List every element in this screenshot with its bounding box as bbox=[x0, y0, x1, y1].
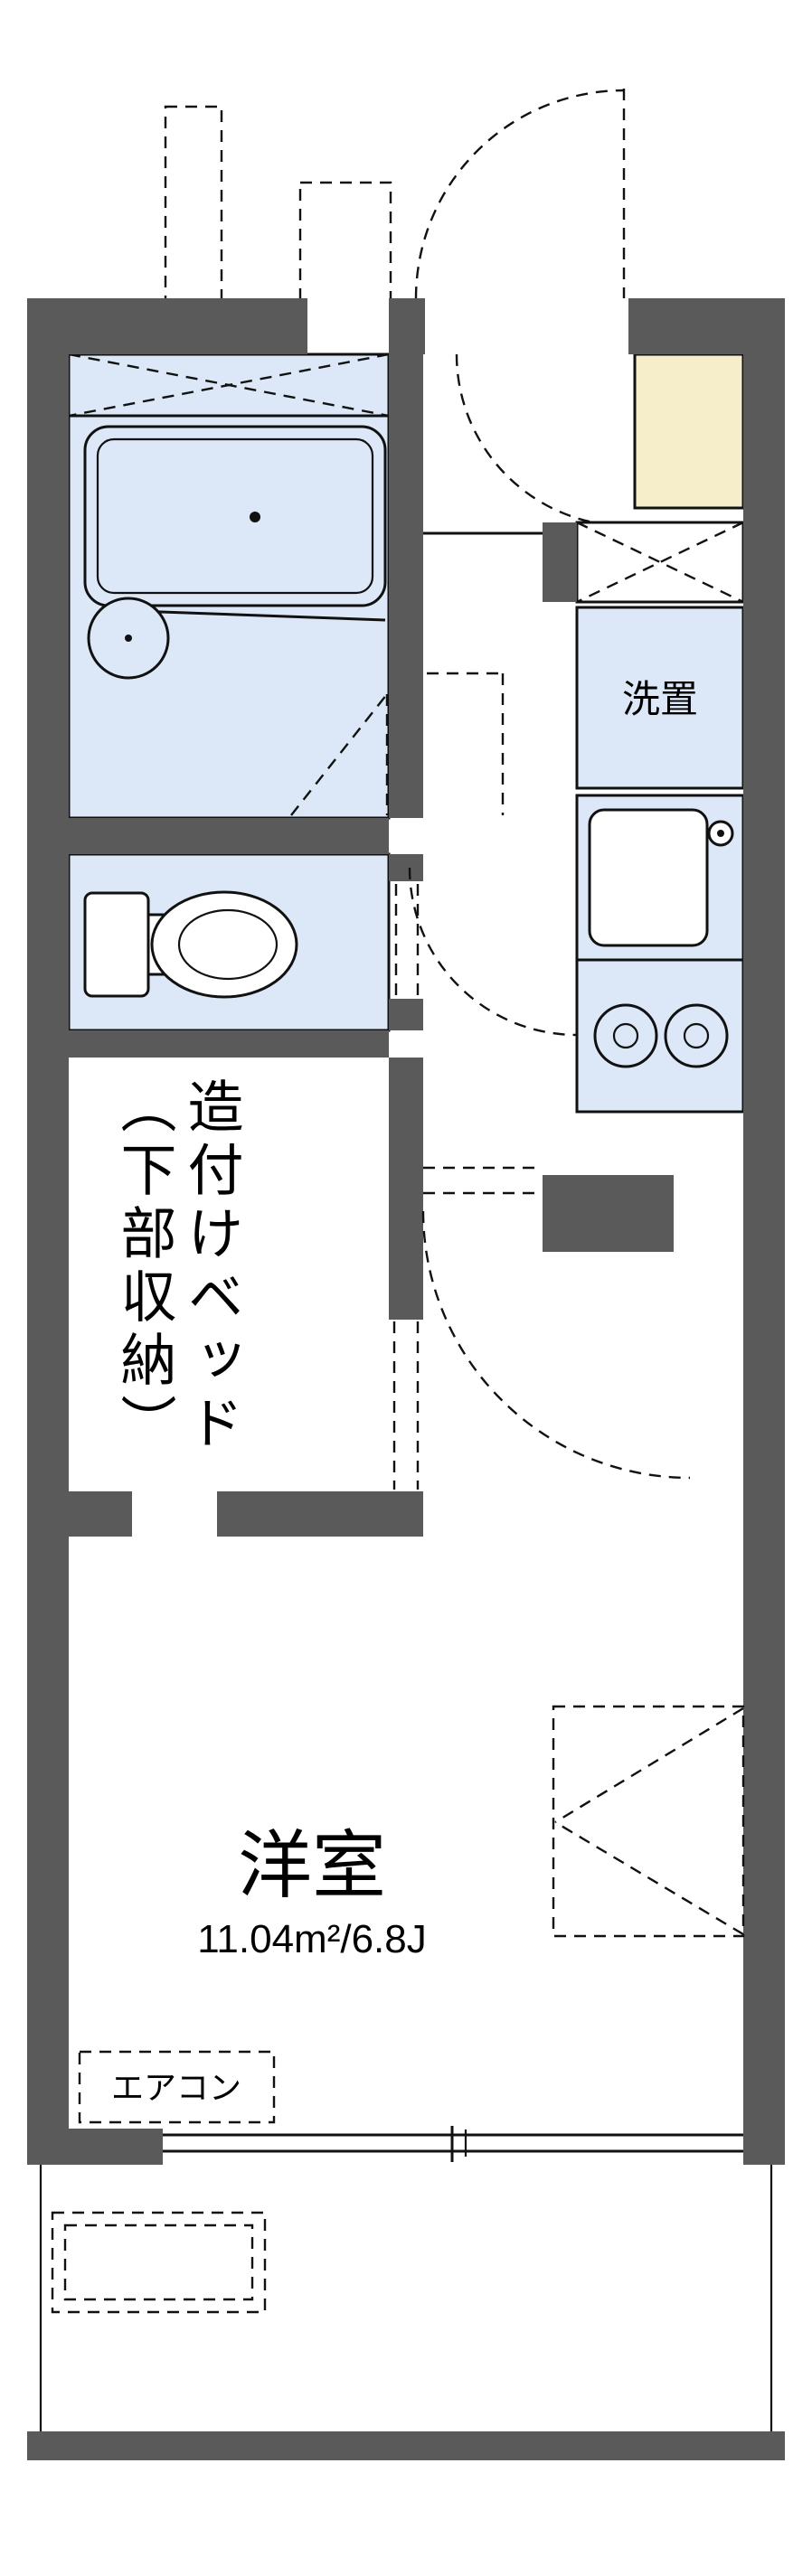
wall-bath-toilet bbox=[69, 818, 389, 854]
evacuation-hatch-outer bbox=[51, 2211, 267, 2314]
outer-walls bbox=[27, 298, 785, 2165]
bath-counter-edge bbox=[135, 609, 386, 622]
main-room: 洋室 11.04m²/6.8J エアコン bbox=[78, 1705, 745, 2124]
entrance bbox=[423, 353, 745, 604]
bed-label-left-column: （下部収納） bbox=[112, 1077, 176, 1457]
toilet bbox=[83, 890, 298, 999]
furniture-placement-box bbox=[552, 1705, 745, 1938]
burner-right bbox=[664, 1003, 729, 1068]
wall-left bbox=[27, 298, 69, 2165]
bathtub-drain bbox=[250, 512, 260, 522]
shoe-cabinet bbox=[633, 353, 745, 510]
laundry-space: 洗置 bbox=[575, 606, 745, 790]
toilet-door-swing bbox=[408, 867, 578, 1037]
hallway-doors bbox=[392, 672, 691, 1490]
burner-right-inner bbox=[683, 1022, 710, 1049]
wall-bottom-left bbox=[27, 2129, 163, 2165]
laundry-label: 洗置 bbox=[622, 678, 698, 720]
burner-left bbox=[593, 1003, 658, 1068]
refrigerator-cross-2 bbox=[576, 521, 744, 604]
wall-top-left bbox=[27, 298, 307, 354]
balcony-window bbox=[163, 2126, 743, 2162]
wall-toilet-stub-bottom bbox=[389, 999, 423, 1030]
wall-kitchen-end-block bbox=[543, 1175, 674, 1252]
main-room-door-swing bbox=[421, 1210, 691, 1480]
wall-bed-corner bbox=[389, 1491, 423, 1537]
evacuation-hatch-inner bbox=[63, 2223, 254, 2301]
bath-door-frame-dashes bbox=[427, 672, 505, 815]
washbowl-drain bbox=[125, 635, 132, 642]
main-room-label: 洋室 bbox=[238, 1825, 386, 1907]
bed-label-right-column: 造付けベッド bbox=[179, 1077, 242, 1457]
wall-kitchen-stub bbox=[543, 522, 577, 602]
balcony bbox=[27, 2165, 785, 2460]
bathtub bbox=[83, 425, 387, 607]
refrigerator-cross-1 bbox=[576, 521, 744, 604]
wall-bed-bottom-left-stub bbox=[69, 1491, 132, 1537]
interior-walls bbox=[69, 354, 674, 1537]
toilet-bowl bbox=[150, 890, 298, 999]
burner-left-inner bbox=[612, 1022, 639, 1049]
exterior-utility-box bbox=[164, 105, 223, 302]
wall-bed-bottom-right-stub bbox=[217, 1491, 389, 1537]
furniture-placement-diagonals bbox=[554, 1706, 744, 1936]
aircon-label: エアコン bbox=[111, 2069, 241, 2106]
built-in-bed: 造付けベッド （下部収納） bbox=[112, 1077, 242, 1457]
kitchen bbox=[575, 794, 745, 1114]
shelf-cross-line-2 bbox=[68, 353, 390, 418]
entrance-door-swing-outside bbox=[414, 89, 625, 299]
bathtub-inner-rim bbox=[96, 437, 374, 595]
sink-basin bbox=[588, 808, 709, 947]
toilet-bowl-inner bbox=[177, 908, 279, 981]
main-room-area-label: 11.04m²/6.8J bbox=[197, 1917, 427, 1961]
wall-bathroom-right bbox=[389, 354, 423, 818]
wall-bed-right bbox=[389, 1058, 423, 1320]
exterior-entrance-marks bbox=[164, 89, 626, 302]
exterior-meter-box bbox=[298, 181, 392, 302]
wall-right bbox=[743, 298, 785, 2165]
faucet-dot bbox=[717, 830, 724, 837]
bathroom-door-swing bbox=[290, 693, 389, 816]
wall-top-mid bbox=[389, 298, 425, 354]
aircon-box bbox=[78, 2050, 276, 2124]
wall-toilet-bed bbox=[69, 1030, 389, 1058]
wall-toilet-stub-top bbox=[389, 854, 423, 881]
balcony-rail bbox=[27, 2431, 785, 2460]
toilet-tank bbox=[83, 891, 150, 998]
